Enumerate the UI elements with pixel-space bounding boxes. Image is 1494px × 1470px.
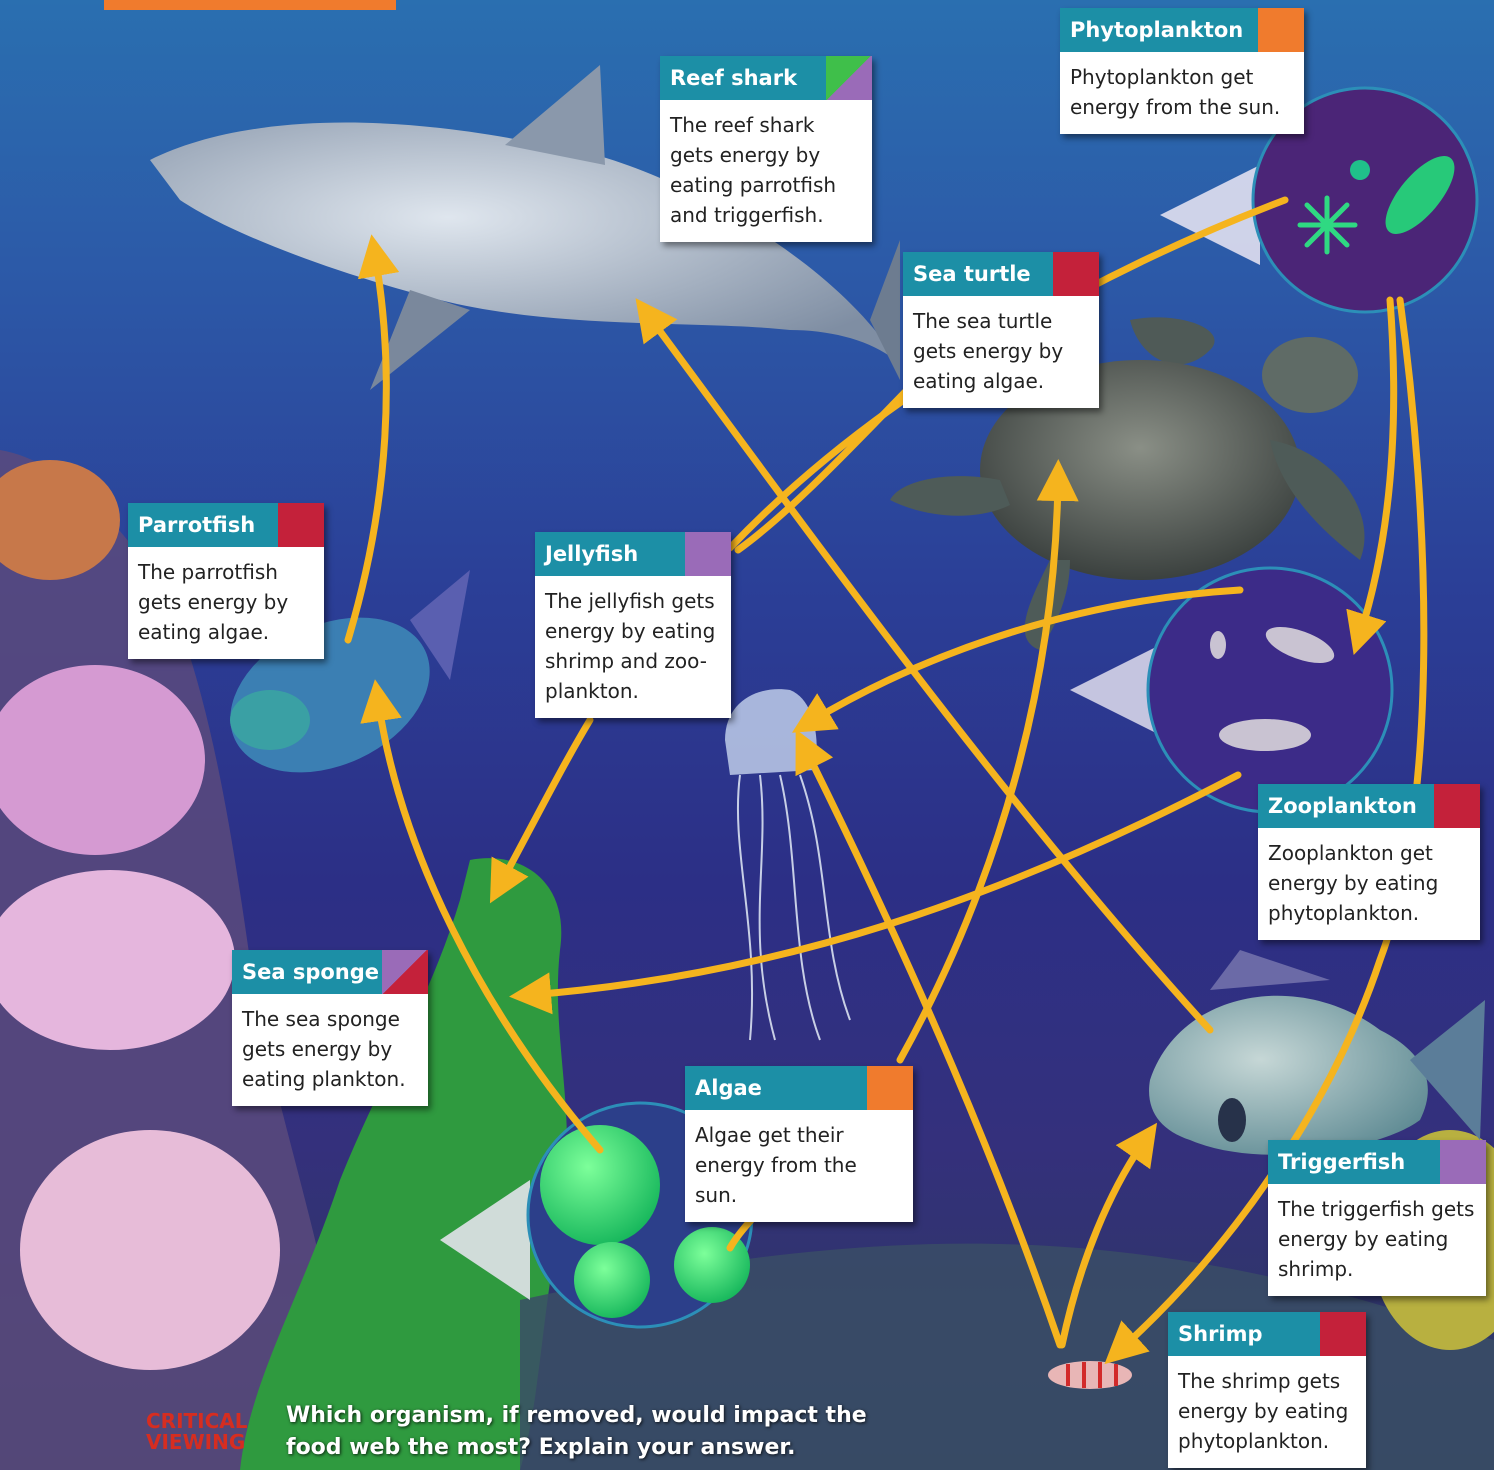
- critical-viewing-box: CRITICAL VIEWING Which organism, if remo…: [146, 1400, 906, 1464]
- card-title-text: Sea turtle: [913, 262, 1031, 286]
- card-title-text: Phytoplankton: [1070, 18, 1243, 42]
- card-algae: Algae Algae get their energy from the su…: [685, 1066, 913, 1222]
- card-text: The sea turtle gets energy by eating alg…: [903, 296, 1099, 408]
- card-title-text: Sea sponge: [242, 960, 379, 984]
- category-swatch: [1434, 784, 1480, 828]
- category-swatch: [1053, 252, 1099, 296]
- card-text: Phytoplankton get energy from the sun.: [1060, 52, 1304, 134]
- category-swatch: [1320, 1312, 1366, 1356]
- category-swatch: [1440, 1140, 1486, 1184]
- card-title-text: Algae: [695, 1076, 762, 1100]
- card-text: The triggerfish gets energy by eating sh…: [1268, 1184, 1486, 1296]
- card-title: Shrimp: [1168, 1312, 1366, 1356]
- jellyfish-illustration: [725, 689, 850, 1040]
- card-title: Parrotfish: [128, 503, 324, 547]
- arrow-parrotfish-to-reef-shark: [348, 255, 386, 640]
- category-swatch: [1258, 8, 1304, 52]
- card-sea-sponge: Sea sponge The sea sponge gets energy by…: [232, 950, 428, 1106]
- arrow-jellyfish-to-sea-sponge: [500, 720, 590, 885]
- card-title-text: Jellyfish: [545, 542, 638, 566]
- triggerfish-illustration: [1149, 950, 1485, 1155]
- card-title: Phytoplankton: [1060, 8, 1304, 52]
- card-text: The sea sponge gets energy by eating pla…: [232, 994, 428, 1106]
- card-reef-shark: Reef shark The reef shark gets energy by…: [660, 56, 872, 242]
- card-title-text: Shrimp: [1178, 1322, 1263, 1346]
- card-title-text: Parrotfish: [138, 513, 255, 537]
- card-parrotfish: Parrotfish The parrotfish gets energy by…: [128, 503, 324, 659]
- card-jellyfish: Jellyfish The jellyfish gets energy by e…: [535, 532, 731, 718]
- card-text: The shrimp gets energy by eating phytopl…: [1168, 1356, 1366, 1468]
- card-title: Zooplankton: [1258, 784, 1480, 828]
- category-swatch: [826, 56, 872, 100]
- card-title: Algae: [685, 1066, 913, 1110]
- category-swatch: [685, 532, 731, 576]
- card-title: Sea sponge: [232, 950, 428, 994]
- arrow-zooplankton-to-sea-sponge: [530, 775, 1238, 995]
- card-title: Reef shark: [660, 56, 872, 100]
- card-text: Algae get their energy from the sun.: [685, 1110, 913, 1222]
- critical-label-line1: CRITICAL: [146, 1411, 254, 1432]
- card-title-text: Zooplankton: [1268, 794, 1417, 818]
- card-title-text: Reef shark: [670, 66, 797, 90]
- arrow-phytoplankton-to-zooplankton: [1360, 300, 1394, 635]
- card-title: Jellyfish: [535, 532, 731, 576]
- shrimp-illustration: [1048, 1361, 1132, 1389]
- card-title-text: Triggerfish: [1278, 1150, 1405, 1174]
- category-swatch: [867, 1066, 913, 1110]
- critical-viewing-label: CRITICAL VIEWING: [146, 1411, 254, 1453]
- card-title: Triggerfish: [1268, 1140, 1486, 1184]
- card-zooplankton: Zooplankton Zooplankton get energy by ea…: [1258, 784, 1480, 940]
- critical-label-line2: VIEWING: [146, 1432, 254, 1453]
- card-sea-turtle: Sea turtle The sea turtle gets energy by…: [903, 252, 1099, 408]
- pink-coral: [20, 1130, 280, 1370]
- card-text: The reef shark gets energy by eating par…: [660, 100, 872, 242]
- critical-viewing-question: Which organism, if removed, would impact…: [286, 1400, 906, 1464]
- arrow-algae-to-sea-turtle: [900, 480, 1058, 1060]
- category-swatch: [278, 503, 324, 547]
- card-shrimp: Shrimp The shrimp gets energy by eating …: [1168, 1312, 1366, 1468]
- card-title: Sea turtle: [903, 252, 1099, 296]
- card-text: The parrotfish gets energy by eating alg…: [128, 547, 324, 659]
- card-triggerfish: Triggerfish The triggerfish gets energy …: [1268, 1140, 1486, 1296]
- category-swatch: [382, 950, 428, 994]
- card-text: Zooplankton get energy by eating phytopl…: [1258, 828, 1480, 940]
- card-text: The jellyfish gets energy by eating shri…: [535, 576, 731, 718]
- card-phytoplankton: Phytoplankton Phytoplankton get energy f…: [1060, 8, 1304, 134]
